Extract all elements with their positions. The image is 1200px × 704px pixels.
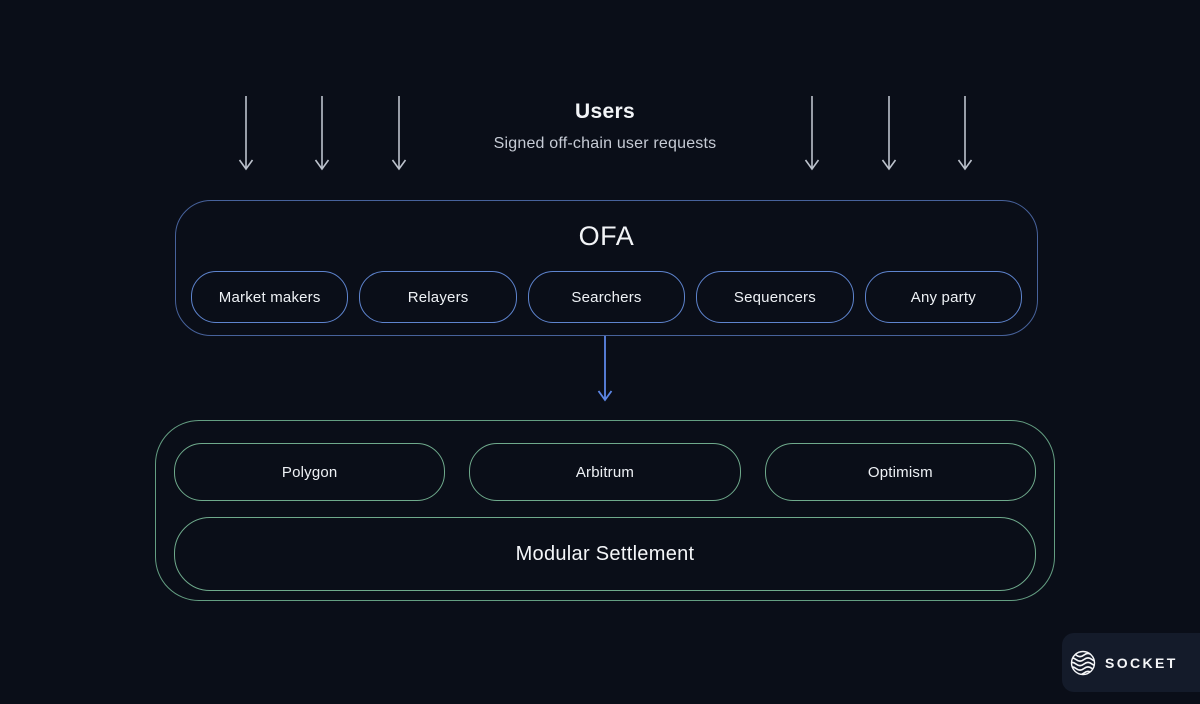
modular-settlement-pill: Modular Settlement: [174, 517, 1036, 591]
flow-down-arrow-icon: [596, 336, 614, 404]
users-section: Users Signed off-chain user requests: [0, 100, 1200, 153]
down-arrow-icon: [390, 94, 408, 174]
down-arrow-icon: [956, 94, 974, 174]
settlement-container: Polygon Arbitrum Optimism Modular Settleme…: [155, 420, 1055, 601]
chain-pill-optimism: Optimism: [764, 443, 1036, 501]
chain-pill-row: Polygon Arbitrum Optimism: [174, 443, 1036, 501]
ofa-pill-any-party: Any party: [864, 271, 1023, 323]
ofa-pill-relayers: Relayers: [359, 271, 517, 323]
chain-pill-arbitrum: Arbitrum: [469, 443, 741, 501]
socket-sphere-icon: [1070, 650, 1096, 675]
down-arrow-icon: [237, 94, 255, 174]
ofa-title: OFA: [578, 220, 635, 251]
chain-pill-polygon: Polygon: [174, 443, 446, 501]
socket-wordmark: SOCKET: [1105, 654, 1178, 671]
down-arrow-icon: [803, 94, 821, 174]
users-subtitle: Signed off-chain user requests: [493, 135, 717, 152]
down-arrow-icon: [880, 94, 898, 174]
socket-logo: SOCKET: [1062, 633, 1200, 692]
down-arrow-icon: [313, 94, 331, 174]
ofa-pill-searchers: Searchers: [527, 271, 686, 323]
users-title: Users: [575, 100, 635, 123]
ofa-pill-market-makers: Market makers: [191, 271, 349, 323]
ofa-pill-sequencers: Sequencers: [696, 271, 854, 323]
